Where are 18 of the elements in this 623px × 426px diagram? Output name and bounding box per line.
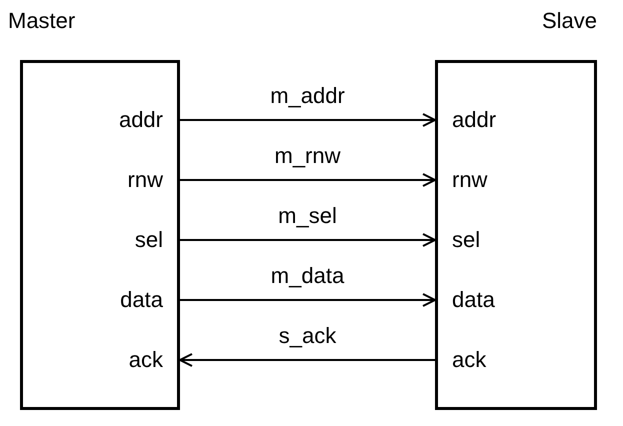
signal-arrow [180, 173, 436, 187]
signal-arrow [179, 353, 435, 367]
port-label: data [438, 280, 594, 320]
port-label: rnw [438, 160, 594, 200]
port-label: addr [438, 100, 594, 140]
port-label: rnw [23, 160, 177, 200]
block-title: Slave [542, 8, 597, 34]
signal-arrow [180, 233, 436, 247]
port-label: sel [23, 220, 177, 260]
port-label: ack [438, 340, 594, 380]
block-title: Master [8, 8, 76, 34]
edge-label: s_ack [276, 324, 338, 348]
signal-arrow [180, 293, 436, 307]
port-label: data [23, 280, 177, 320]
port-label: sel [438, 220, 594, 260]
signal-arrow [180, 113, 436, 127]
port-label: ack [23, 340, 177, 380]
port-label: addr [23, 100, 177, 140]
